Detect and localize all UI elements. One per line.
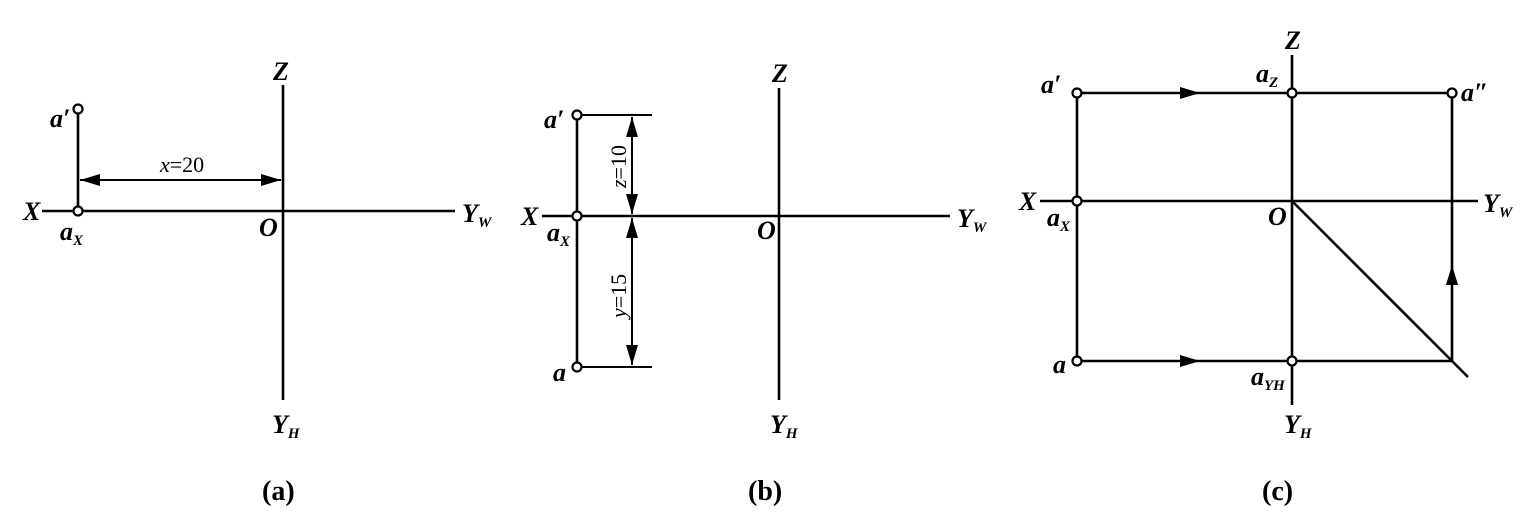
panel-c-label-a-prime: a′	[1041, 70, 1061, 99]
panel-a-caption: (a)	[262, 476, 295, 507]
panel-a-label-z: Z	[272, 57, 289, 86]
panel-c-point-ayh	[1286, 355, 1298, 367]
panel-c-label-az: aZ	[1256, 59, 1278, 91]
panel-c-label-a-double: a″	[1461, 78, 1488, 107]
panel-a-label-x: X	[22, 197, 41, 226]
panel-b-dim-z-label: z=10	[606, 145, 631, 189]
panel-b-dim-z-arrow-bottom	[626, 194, 638, 214]
panel-c-caption: (c)	[1262, 476, 1293, 507]
panel-c-label-ax: aX	[1047, 203, 1071, 235]
panel-b-label-o: O	[757, 216, 776, 245]
panel-b-dim-z-arrow-top	[626, 117, 638, 137]
panel-b-dim-y-arrow-top	[626, 218, 638, 238]
panel-a: x=20 Z X YW YH O a′ aX (a)	[22, 57, 493, 507]
panel-c-label-ayh: aYH	[1251, 362, 1286, 394]
panel-b-dim-y-label: y=15	[606, 274, 631, 320]
panel-a-point-ax	[72, 205, 84, 217]
panel-c-point-a-double	[1446, 87, 1458, 99]
panel-b-label-z: Z	[771, 59, 788, 88]
panel-a-label-ax: aX	[60, 217, 84, 249]
panel-c-point-a-prime	[1071, 87, 1083, 99]
panel-b: z=10 y=15 Z X YW YH O a′ aX a (b)	[520, 59, 988, 507]
panel-b-caption: (b)	[748, 476, 782, 507]
panel-b-dim-y-arrow-bottom	[626, 345, 638, 365]
panel-c-label-yh: YH	[1284, 410, 1313, 442]
panel-c-arrow-bottom	[1180, 355, 1200, 367]
panel-b-label-yh: YH	[770, 410, 799, 442]
panel-b-label-a-prime: a′	[544, 105, 564, 134]
panel-b-label-yw: YW	[957, 204, 988, 236]
panel-b-point-a-prime	[571, 109, 583, 121]
panel-a-dimension-label: x=20	[159, 152, 204, 177]
panel-b-label-ax: aX	[547, 218, 571, 250]
panel-c-point-az	[1286, 87, 1298, 99]
panel-c-label-z: Z	[1284, 26, 1301, 55]
panel-c-label-o: O	[1268, 202, 1287, 231]
panel-c-point-ax	[1071, 195, 1083, 207]
panel-c-arrow-up	[1446, 265, 1458, 285]
panel-b-point-a	[571, 361, 583, 373]
panel-a-label-o: O	[259, 213, 278, 242]
panel-a-label-yh: YH	[272, 410, 301, 442]
panel-c-label-yw: YW	[1483, 189, 1514, 221]
panel-c-arrow-top	[1180, 87, 1200, 99]
panel-c-45deg-line	[1291, 200, 1469, 378]
panel-a-dim-arrow-right	[261, 174, 281, 186]
panel-c-point-a	[1071, 355, 1083, 367]
panel-c-label-x: X	[1018, 187, 1037, 216]
panel-c: Z X YW YH O a′ a″ aZ aX a aYH (c)	[1018, 26, 1514, 507]
panel-a-label-a-prime: a′	[50, 104, 70, 133]
panel-a-point-a-prime	[72, 103, 84, 115]
panel-b-label-x: X	[520, 202, 539, 231]
panel-b-point-ax	[571, 210, 583, 222]
panel-c-label-a: a	[1053, 350, 1066, 379]
panel-b-label-a: a	[553, 358, 566, 387]
panel-a-dim-arrow-left	[80, 174, 100, 186]
panel-a-label-yw: YW	[462, 199, 493, 231]
